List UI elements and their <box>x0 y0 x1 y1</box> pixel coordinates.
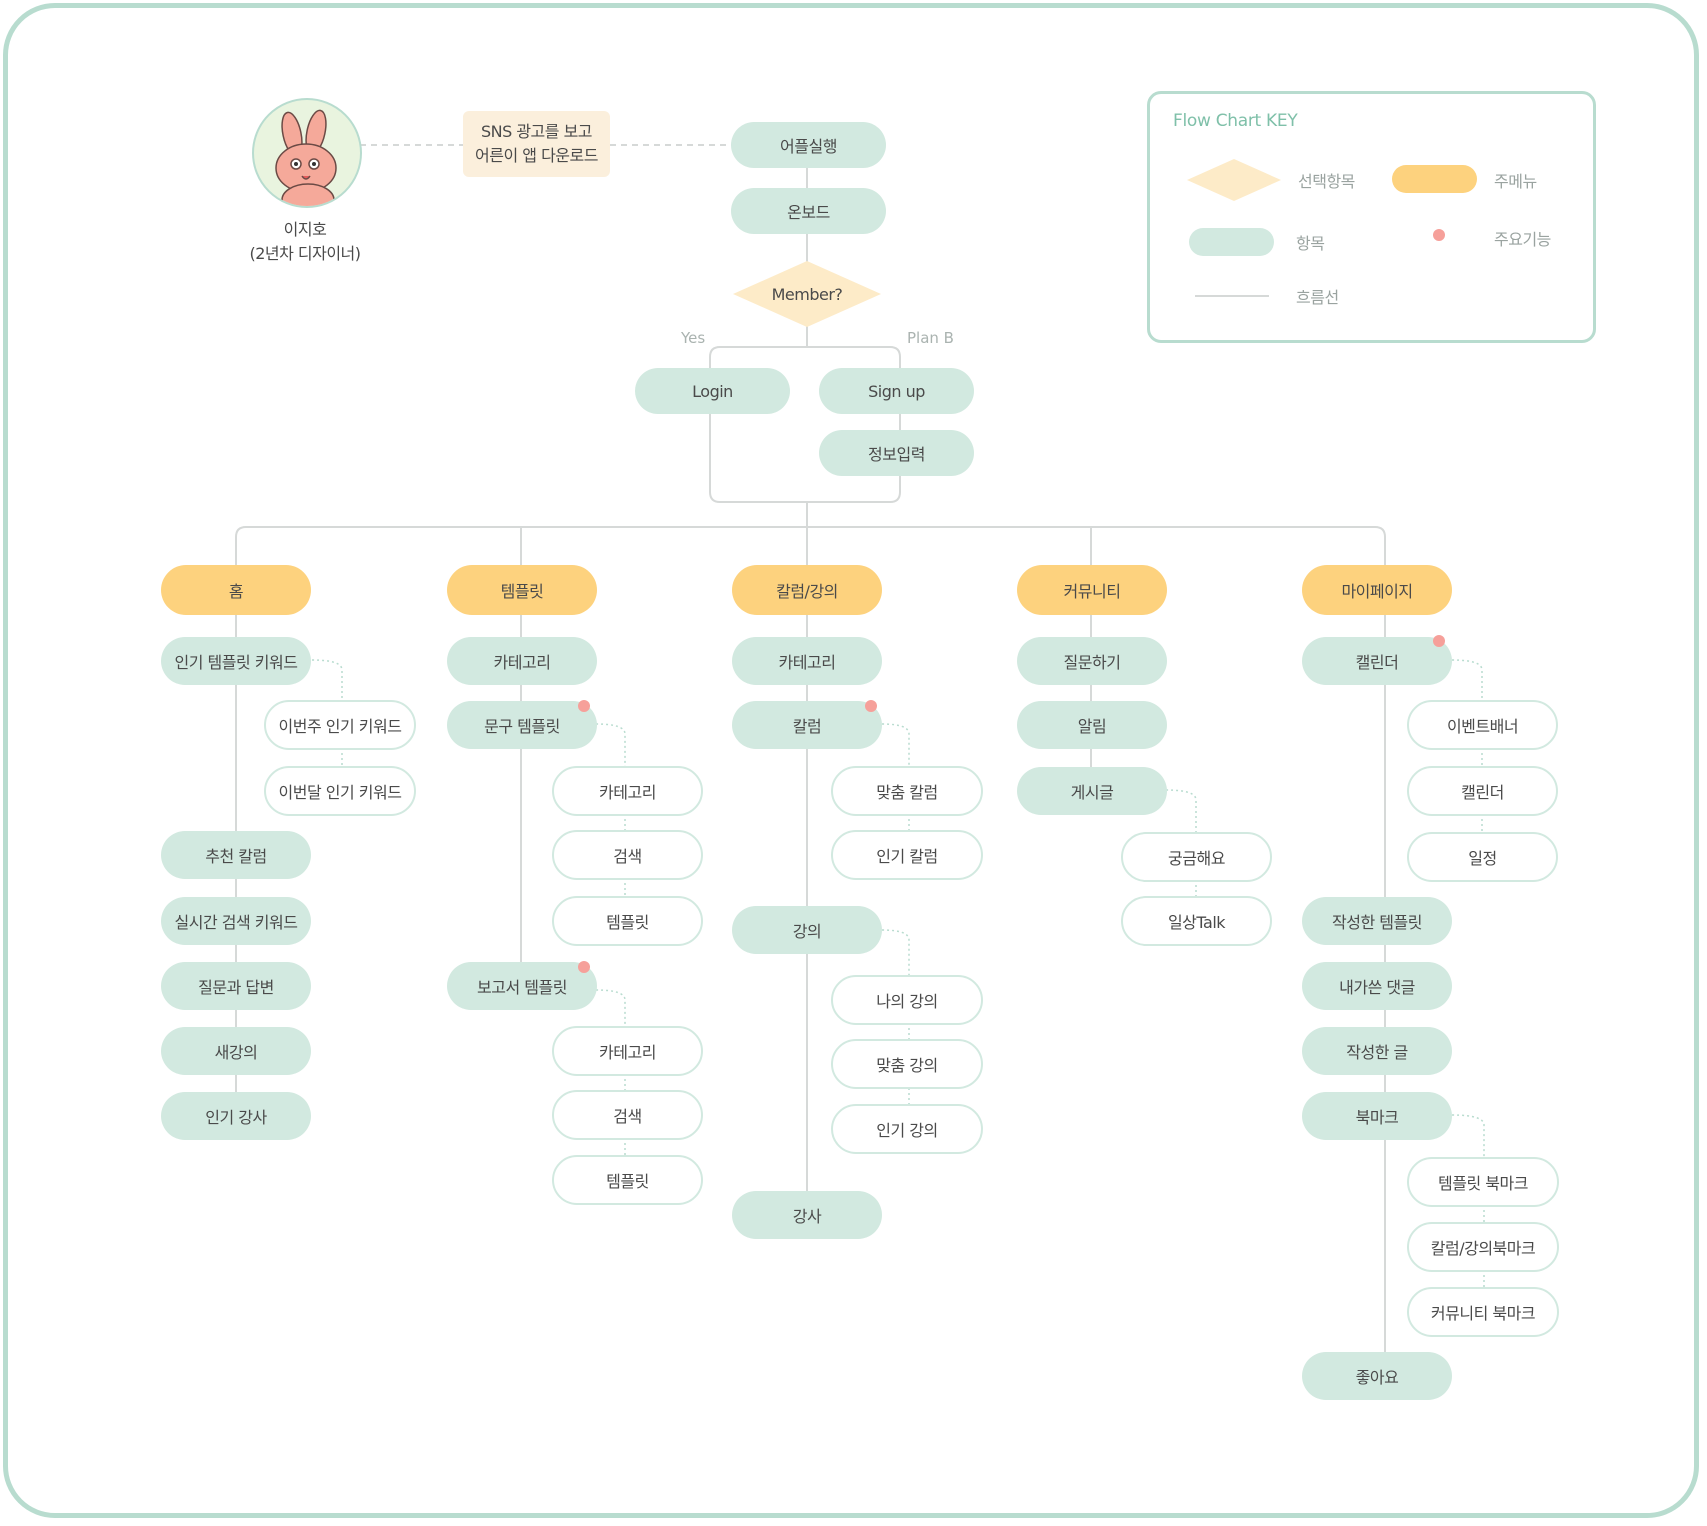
persona-note: SNS 광고를 보고 어른이 앱 다운로드 <box>463 111 610 177</box>
home-item-realtime-keywords[interactable]: 실시간 검색 키워드 <box>161 897 311 945</box>
mypage-item-my-posts[interactable]: 작성한 글 <box>1302 1027 1452 1075</box>
rabbit-character-icon <box>275 109 337 206</box>
login-node[interactable]: Login <box>635 368 790 414</box>
mypage-item-likes[interactable]: 좋아요 <box>1302 1352 1452 1400</box>
yes-label: Yes <box>681 329 706 347</box>
menu-column-lecture[interactable]: 칼럼/강의 <box>732 565 882 615</box>
template-report-sub-search[interactable]: 검색 <box>552 1090 703 1140</box>
lecture-sub-custom-lecture[interactable]: 맞춤 강의 <box>831 1039 983 1089</box>
persona-name: 이지호 <box>283 220 327 239</box>
persona-note-line2: 어른이 앱 다운로드 <box>475 146 598 165</box>
key-choice-diamond-icon <box>1187 159 1281 201</box>
flow-chart-key <box>1147 91 1596 343</box>
signup-node[interactable]: Sign up <box>819 368 974 414</box>
community-item-ask[interactable]: 질문하기 <box>1017 637 1167 685</box>
column-sub-popular-column[interactable]: 인기 칼럼 <box>831 830 983 880</box>
key-main-menu-label: 주메뉴 <box>1494 172 1537 191</box>
home-item-popular-instructor[interactable]: 인기 강사 <box>161 1092 311 1140</box>
onboard-node[interactable]: 온보드 <box>731 188 886 234</box>
mypage-sub-template-bookmark[interactable]: 템플릿 북마크 <box>1407 1157 1559 1207</box>
template-item-category[interactable]: 카테고리 <box>447 637 597 685</box>
community-sub-daily-talk[interactable]: 일상Talk <box>1121 896 1272 946</box>
mypage-item-my-templates[interactable]: 작성한 템플릿 <box>1302 897 1452 945</box>
menu-home[interactable]: 홈 <box>161 565 311 615</box>
column-item-lecture[interactable]: 강의 <box>732 906 882 954</box>
column-item-instructor[interactable]: 강사 <box>732 1191 882 1239</box>
key-main-menu-swatch <box>1392 165 1477 193</box>
home-sub-monthly-keywords[interactable]: 이번달 인기 키워드 <box>264 766 416 816</box>
key-item-label: 항목 <box>1296 234 1325 253</box>
template-report-sub-category[interactable]: 카테고리 <box>552 1026 703 1076</box>
home-item-popular-keywords[interactable]: 인기 템플릿 키워드 <box>161 637 311 685</box>
mypage-sub-calendar[interactable]: 캘린더 <box>1407 766 1558 816</box>
home-item-qna[interactable]: 질문과 답변 <box>161 962 311 1010</box>
decision-diamond-shape <box>733 261 881 327</box>
persona-caption: 이지호 (2년차 디자이너) <box>232 218 378 266</box>
persona-role: (2년차 디자이너) <box>249 244 361 263</box>
template-stationery-sub-search[interactable]: 검색 <box>552 830 703 880</box>
key-flow-line-label: 흐름선 <box>1296 288 1339 307</box>
column-sub-custom-column[interactable]: 맞춤 칼럼 <box>831 766 983 816</box>
key-feature-dot-icon <box>1433 229 1445 241</box>
column-item-column[interactable]: 칼럼 <box>732 701 882 749</box>
mypage-sub-event-banner[interactable]: 이벤트배너 <box>1407 700 1558 750</box>
template-stationery-sub-template[interactable]: 템플릿 <box>552 896 703 946</box>
key-title: Flow Chart KEY <box>1173 111 1298 131</box>
key-feature-label: 주요기능 <box>1494 230 1551 249</box>
home-sub-weekly-keywords[interactable]: 이번주 인기 키워드 <box>264 700 416 750</box>
persona-note-line1: SNS 광고를 보고 <box>480 122 593 141</box>
member-decision-label: Member? <box>771 284 843 304</box>
info-input-node[interactable]: 정보입력 <box>819 430 974 476</box>
mypage-item-calendar[interactable]: 캘린더 <box>1302 637 1452 685</box>
mypage-sub-community-bookmark[interactable]: 커뮤니티 북마크 <box>1407 1287 1559 1337</box>
member-decision[interactable]: Member? <box>733 261 881 327</box>
planb-label: Plan B <box>907 329 954 347</box>
key-flow-line-sample <box>1195 295 1269 297</box>
template-report-sub-template[interactable]: 템플릿 <box>552 1155 703 1205</box>
menu-community[interactable]: 커뮤니티 <box>1017 565 1167 615</box>
persona-avatar <box>252 98 362 208</box>
template-item-stationery[interactable]: 문구 템플릿 <box>447 701 597 749</box>
community-item-notice[interactable]: 알림 <box>1017 701 1167 749</box>
home-item-new-lecture[interactable]: 새강의 <box>161 1027 311 1075</box>
key-feature-marker <box>578 700 590 712</box>
column-item-category[interactable]: 카테고리 <box>732 637 882 685</box>
key-feature-marker <box>578 961 590 973</box>
key-feature-marker <box>1433 635 1445 647</box>
menu-mypage[interactable]: 마이페이지 <box>1302 565 1452 615</box>
menu-template[interactable]: 템플릿 <box>447 565 597 615</box>
home-item-recommended-column[interactable]: 추천 칼럼 <box>161 831 311 879</box>
community-sub-curious[interactable]: 궁금해요 <box>1121 832 1272 882</box>
key-feature-marker <box>865 700 877 712</box>
lecture-sub-popular-lecture[interactable]: 인기 강의 <box>831 1104 983 1154</box>
key-item-swatch <box>1189 228 1274 256</box>
template-item-report[interactable]: 보고서 템플릿 <box>447 962 597 1010</box>
mypage-sub-column-bookmark[interactable]: 칼럼/강의북마크 <box>1407 1222 1559 1272</box>
community-item-posts[interactable]: 게시글 <box>1017 767 1167 815</box>
launch-node[interactable]: 어플실행 <box>731 122 886 168</box>
mypage-item-bookmarks[interactable]: 북마크 <box>1302 1092 1452 1140</box>
key-choice-label: 선택항목 <box>1298 172 1355 191</box>
template-stationery-sub-category[interactable]: 카테고리 <box>552 766 703 816</box>
lecture-sub-my-lecture[interactable]: 나의 강의 <box>831 975 983 1025</box>
page-frame <box>3 3 1699 1518</box>
mypage-item-my-comments[interactable]: 내가쓴 댓글 <box>1302 962 1452 1010</box>
mypage-sub-schedule[interactable]: 일정 <box>1407 832 1558 882</box>
